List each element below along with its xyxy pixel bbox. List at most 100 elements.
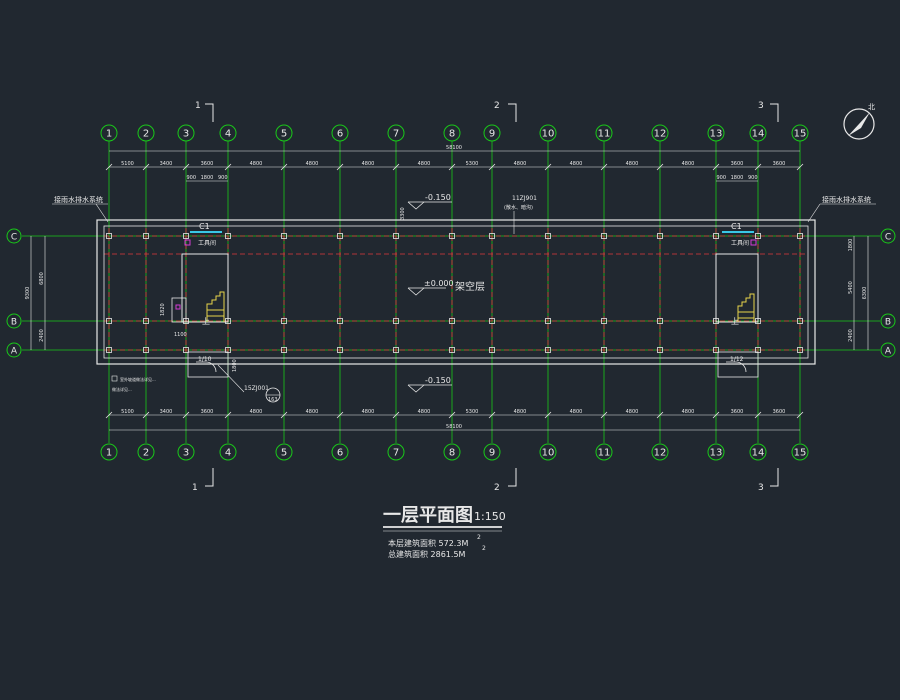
column-11-2 [601,347,607,353]
dim-bottom-label-5: 4800 [362,409,375,415]
column-11-1 [601,318,607,324]
dim-bottom-tick-12 [712,411,720,419]
marker-left [184,239,191,246]
dim-bottom-tick-8 [488,411,496,419]
axis-bubble-9-top [483,124,501,142]
axis-number-14-bottom: 14 [752,448,765,459]
wall-dim-2: 1800 [232,359,238,372]
axis-number-15-bottom: 15 [794,448,807,459]
axis-number-10-bottom: 10 [542,448,555,459]
dim-top-tick-13 [754,163,762,171]
stair-dim-1-2: 900 [748,175,758,181]
dim-right-inner-label-1: 5400 [848,281,854,294]
dim-top-tick-14 [796,163,804,171]
axis-bubble-2-top [137,124,155,142]
ref-bottom-leader [217,364,245,393]
axis-bubble-a-left [6,342,22,358]
axis-number-7-top: 7 [393,129,399,140]
axis-bubble-c-left [6,228,22,244]
axis-letter-a-left: A [11,347,18,357]
column-12-1 [657,318,663,324]
axis-bubble-11-top [595,124,613,142]
level-top: -0.150 [425,193,451,202]
axis-number-6-bottom: 6 [337,448,343,459]
dim-top-tick-6 [392,163,400,171]
dim-bottom-tick-10 [600,411,608,419]
dim-top-label-0: 5100 [121,161,134,167]
dim-top-tick-3 [224,163,232,171]
title-main: 一层平面图 [383,505,473,526]
axis-number-11-top: 11 [598,129,611,140]
dim-top-tick-10 [600,163,608,171]
stair-dim-1-0: 900 [716,175,726,181]
axis-bubble-10-bottom [539,443,557,461]
dim-top-tick-7 [448,163,456,171]
dim-bottom-tick-1 [142,411,150,419]
dim-top-tick-4 [280,163,288,171]
axis-bubble-13-bottom [707,443,725,461]
axis-number-3-top: 3 [183,129,189,140]
area-line-1: 本层建筑面积 572.3M [388,538,468,548]
dim-left-inner-label-1: 2400 [39,329,45,342]
dim-top-tick-11 [656,163,664,171]
dim-bottom-tick-6 [392,411,400,419]
section-mark-top-2: 2 [494,101,500,111]
dim-top-label-11: 4800 [682,161,695,167]
axis-bubble-9-bottom [483,443,501,461]
dim-bottom-label-0: 5100 [121,409,134,415]
compass-label: 北 [868,103,875,111]
marker-right [750,239,757,246]
axis-number-13-top: 13 [710,129,723,140]
level-center: ±0.000 [424,279,454,288]
dim-bottom-tick-0 [105,411,113,419]
room-left-label: 工具间 [198,239,216,247]
column-8-2 [449,347,455,353]
window-right-label: C1 [731,222,742,231]
axis-letter-a-right: A [885,347,892,357]
axis-number-5-bottom: 5 [281,448,287,459]
axis-bubble-10-top [539,124,557,142]
dim-top-label-12: 3600 [731,161,744,167]
section-marks [205,103,779,487]
axis-letter-c-right: C [885,233,891,243]
axis-bubble-3-bottom [177,443,195,461]
ref-bottom: 15ZJ001 [244,385,269,392]
axis-number-8-top: 8 [449,129,455,140]
dim-top-label-1: 3400 [160,161,173,167]
dim-right-outer-label-0: 6300 [862,287,868,300]
dim-bottom-label-8: 4800 [514,409,527,415]
axis-bubble-12-bottom [651,443,669,461]
axis-number-8-bottom: 8 [449,448,455,459]
column-8-1 [449,318,455,324]
axis-bubble-15-top [791,124,809,142]
area-line-1-sup: 2 [477,534,481,541]
stair-dim-1-1: 1800 [731,175,744,181]
ref-main: 11ZJ901 [512,195,537,202]
axis-number-1-bottom: 1 [106,448,112,459]
dim-top-label-10: 4800 [626,161,639,167]
axis-number-13-bottom: 13 [710,448,723,459]
drain-leader-right-2 [807,203,821,223]
axis-bubble-4-top [219,124,237,142]
door-right-icon [717,351,759,378]
column-15-0 [797,233,803,239]
dim-bottom-label-10: 4800 [626,409,639,415]
axis-letter-b-left: B [11,318,17,328]
axis-number-6-top: 6 [337,129,343,140]
dim-top-label-5: 4800 [362,161,375,167]
column-3-2 [183,347,189,353]
column-7-0 [393,233,399,239]
dim-bottom-label-3: 4800 [250,409,263,415]
column-2-1 [143,318,149,324]
drain-label-left: 接雨水排水系统 [54,195,103,204]
dim-top-label-8: 4800 [514,161,527,167]
dim-top-label-13: 3600 [773,161,786,167]
column-11-0 [601,233,607,239]
dim-total-label-1: 58100 [446,424,462,430]
drain-label-right: 接雨水排水系统 [822,195,871,204]
column-8-0 [449,233,455,239]
axis-bubble-5-top [275,124,293,142]
axis-bubble-b-right [880,313,896,329]
dim-bottom-label-12: 3600 [731,409,744,415]
column-13-0 [713,233,719,239]
